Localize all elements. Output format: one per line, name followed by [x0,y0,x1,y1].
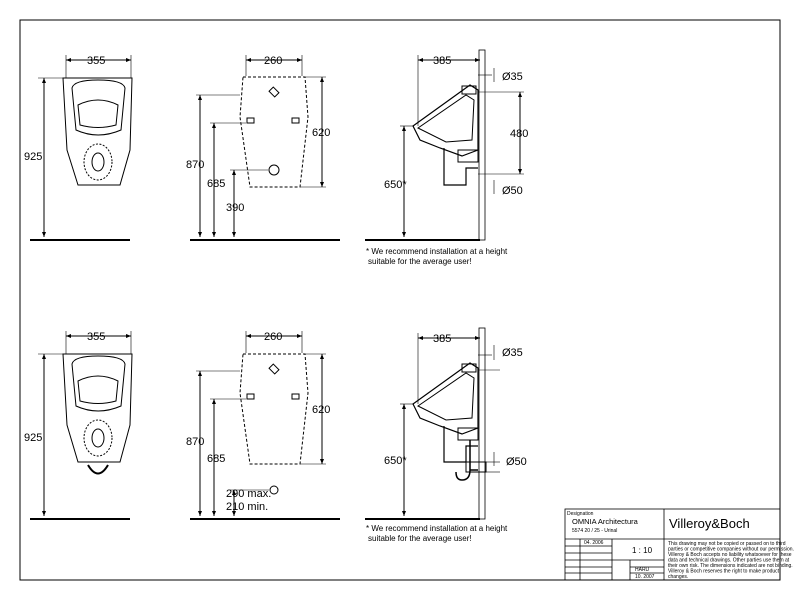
install-note-bottom-line2: suitable for the average user! [368,534,472,543]
svg-text:Villeroy & Boch reserves the r: Villeroy & Boch reserves the right to ma… [668,569,780,575]
dim-width-front-bottom: 355 [87,331,105,343]
dim-650-top: 650* [384,179,407,191]
svg-text:their own risk. The dimensions: their own risk. The dimensions indicated… [668,563,793,569]
outline-view-bottom [190,331,340,520]
dim-870-bottom: 870 [186,436,204,448]
dim-width-outline-bottom: 260 [264,331,282,343]
dim-d50-top: Ø50 [502,185,523,197]
install-note-top-line1: * We recommend installation at a height [366,247,508,256]
dim-d35-bottom: Ø35 [502,347,523,359]
product-code: 5574 20 / 25 - Urinal [572,528,617,534]
dim-height-front-bottom: 925 [24,432,42,444]
dim-650-bottom: 650* [384,455,407,467]
install-note-top-line2: suitable for the average user! [368,257,472,266]
dim-870-top: 870 [186,159,204,171]
title-block [564,508,781,581]
dim-620-bottom: 620 [312,404,330,416]
dim-685-bottom: 685 [207,453,225,465]
disclaimer: This drawing may not be copied or passed… [668,541,794,580]
dim-depth-side-bottom: 385 [433,333,451,345]
dim-480-top: 480 [510,128,528,140]
product-name: OMNIA Architectura [572,517,639,526]
install-note-bottom-line1: * We recommend installation at a height [366,524,508,533]
sheet-border [19,19,781,581]
dim-685-top: 685 [207,178,225,190]
front-view-top [30,55,133,241]
dim-d35-top: Ø35 [502,71,523,83]
drawing-scale: 1 : 10 [632,546,653,555]
side-view-top [365,49,524,241]
dim-620-top: 620 [312,127,330,139]
drawn-by: HARU [635,567,650,573]
dim-width-front-top: 355 [87,55,105,67]
date-created: 04. 2006 [584,540,604,546]
dim-290-max-bottom: 290 max. [226,488,271,500]
svg-text:data and technical drawings. O: data and technical drawings. Other parti… [668,558,790,564]
designation-label: Designation [567,511,594,517]
svg-text:This drawing may not be copied: This drawing may not be copied or passed… [668,541,786,547]
brand-logo: Villeroy&Boch [669,516,750,531]
outline-view-top [190,55,340,241]
dim-width-outline-top: 260 [264,55,282,67]
dim-height-front-top: 925 [24,151,42,163]
svg-text:Villeroy & Boch accepts no lia: Villeroy & Boch accepts no liability wha… [668,552,792,558]
svg-text:changes.: changes. [668,574,688,580]
front-view-bottom [30,331,133,520]
svg-text:parties or competitive compani: parties or competitive companies without… [668,547,794,553]
dim-depth-side-top: 385 [433,55,451,67]
side-view-bottom [365,327,500,520]
dim-390-top: 390 [226,202,244,214]
dim-d50-bottom: Ø50 [506,456,527,468]
dim-210-min-bottom: 210 min. [226,501,268,513]
date-revised: 10. 2007 [635,574,655,580]
